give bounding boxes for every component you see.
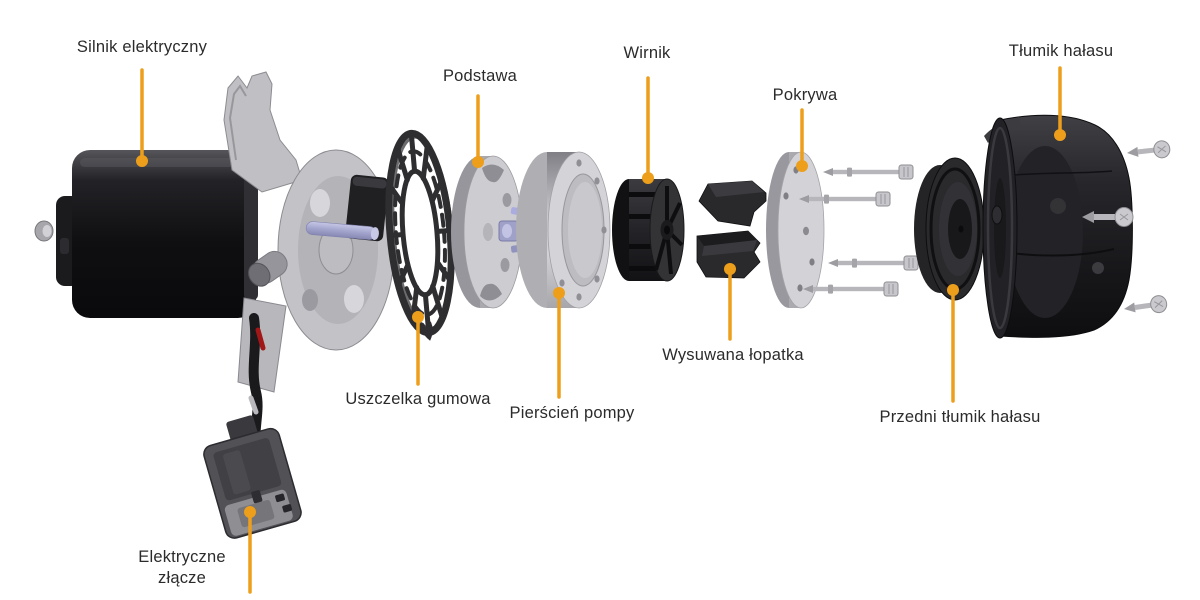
dot-tlumik-halasu — [1054, 129, 1066, 141]
rotor — [612, 178, 685, 282]
base-plate — [451, 155, 526, 309]
label-wysuwana-lopatka: Wysuwana łopatka — [662, 346, 804, 364]
dot-pokrywa — [796, 160, 808, 172]
leader-lines — [136, 66, 1066, 594]
dot-uszczelka-gumowa — [412, 311, 424, 323]
dot-przedni-tlumik — [947, 284, 959, 296]
cover-screws — [799, 164, 919, 297]
pump-ring — [516, 151, 611, 309]
label-uszczelka-gumowa: Uszczelka gumowa — [345, 390, 491, 408]
rubber-gasket — [385, 129, 455, 341]
label-elektryczne-zlacze: Elektryczne złącze — [138, 548, 226, 587]
bolt-icon — [34, 220, 54, 242]
dot-pierscien-pompy — [553, 287, 565, 299]
electrical-connector — [203, 415, 302, 539]
dot-elektryczne-zlacze — [244, 506, 256, 518]
muffler-screw-bottom — [1124, 295, 1168, 314]
label-tlumik-halasu: Tłumik hałasu — [1008, 42, 1114, 60]
label-przedni-tlumik-halasu: Przedni tłumik hałasu — [879, 408, 1041, 426]
label-podstawa: Podstawa — [442, 67, 518, 85]
dot-podstawa — [472, 156, 484, 168]
dot-silnik-elektryczny — [136, 155, 148, 167]
label-wirnik: Wirnik — [623, 44, 671, 62]
front-muffler — [914, 157, 985, 301]
label-silnik-elektryczny: Silnik elektryczny — [76, 38, 208, 56]
motor-shaft — [305, 221, 379, 241]
cover — [766, 151, 825, 309]
dot-wysuwana-lopatka — [724, 263, 736, 275]
muffler-screw-middle — [1082, 207, 1134, 227]
sliding-vane — [696, 180, 767, 279]
dot-wirnik — [642, 172, 654, 184]
label-pierscien-pompy: Pierścień pompy — [509, 404, 635, 422]
electric-motor — [34, 71, 395, 483]
muffler-screw-top — [1127, 140, 1171, 159]
main-muffler — [982, 114, 1171, 339]
label-pokrywa: Pokrywa — [772, 86, 838, 104]
